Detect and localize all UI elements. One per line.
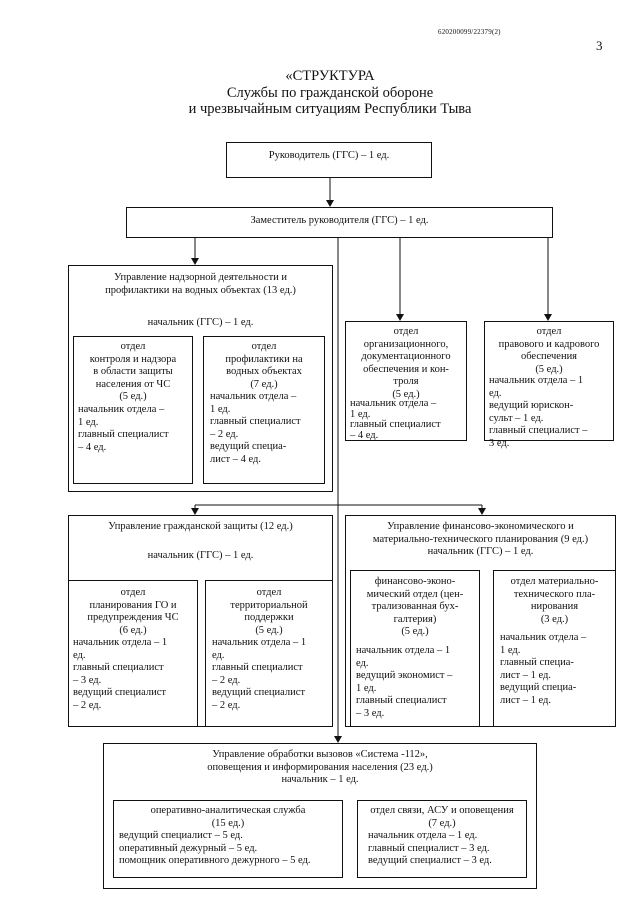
deputy-box — [126, 207, 553, 238]
calls-dept-2-box — [357, 800, 527, 878]
legal-dept-box — [484, 321, 614, 441]
document-id: 620200099/22379(2) — [438, 28, 501, 36]
supervision-dept-2-staff: начальник отдела – 1 ед. главный специал… — [210, 391, 301, 465]
finance-dept-1-staff: начальник отдела – 1 ед. ведущий экономи… — [356, 645, 453, 719]
civil-protection-title: Управление гражданской защиты (12 ед.) — [108, 521, 293, 532]
call-processing-title: Управление обработки вызовов «Система -1… — [207, 749, 433, 785]
supervision-dept-2-box — [203, 336, 325, 484]
civil-dept-2-staff: начальник отдела – 1 ед. главный специал… — [212, 637, 307, 711]
supervision-dept-1-head: отдел контроля и надзора в области защит… — [89, 341, 177, 402]
supervision-dept-1-staff: начальник отдела – 1 ед. главный специал… — [78, 404, 169, 453]
supervision-department-chief: начальник (ГГС) – 1 ед. — [147, 317, 254, 328]
legal-dept-head: отдел правового и кадрового обеспечения … — [498, 326, 600, 375]
civil-dept-2-head: отдел территориальной поддержки (5 ед.) — [230, 587, 308, 636]
org-dept-box — [345, 321, 467, 441]
page-title: «СТРУКТУРА Службы по гражданской обороне… — [120, 68, 540, 118]
civil-dept-1-box — [68, 580, 198, 727]
civil-dept-2-box — [205, 580, 333, 727]
finance-dept-1-box — [350, 570, 480, 727]
calls-dept-1-head: оперативно-аналитическая служба (15 ед.) — [150, 805, 306, 829]
civil-dept-1-staff: начальник отдела – 1 ед. главный специал… — [73, 637, 168, 711]
page-number: 3 — [596, 38, 603, 53]
civil-protection-chief: начальник (ГГС) – 1 ед. — [147, 550, 254, 561]
finance-dept-2-staff: начальник отдела – 1 ед. главный специа-… — [500, 632, 587, 706]
finance-dept-2-box — [493, 570, 616, 727]
calls-dept-2-staff: начальник отдела – 1 ед. главный специал… — [368, 830, 492, 866]
calls-dept-1-staff: ведущий специалист – 5 ед. оперативный д… — [119, 830, 311, 866]
supervision-dept-2-head: отдел профилактики на водных объектах (7… — [225, 341, 303, 390]
title-line-2: Службы по гражданской обороне — [226, 84, 434, 101]
supervision-dept-1-box — [73, 336, 193, 484]
finance-dept-1-head: финансово-эконо- мический отдел (цен- тр… — [366, 576, 464, 637]
title-line-1: «СТРУКТУРА — [285, 68, 375, 84]
finance-dept-2-head: отдел материально- технического пла- нир… — [510, 576, 599, 625]
head-label: Руководитель (ГГС) – 1 ед. — [268, 150, 390, 161]
deputy-label: Заместитель руководителя (ГГС) – 1 ед. — [250, 215, 429, 226]
head-box — [226, 142, 432, 178]
civil-dept-1-head: отдел планирования ГО и предупреждения Ч… — [87, 587, 179, 636]
supervision-department-title: Управление надзорной деятельности и проф… — [105, 272, 296, 296]
calls-dept-1-box — [113, 800, 343, 878]
title-line-3: и чрезвычайным ситуациям Республики Тыва — [188, 101, 472, 117]
org-dept-head: отдел организационного, документационног… — [361, 326, 451, 400]
calls-dept-2-head: отдел связи, АСУ и оповещения (7 ед.) — [370, 805, 514, 829]
finance-department-title: Управление финансово-экономического и ма… — [372, 521, 589, 557]
org-dept-staff: начальник отдела – 1 ед. главный специал… — [350, 398, 441, 441]
legal-dept-staff: начальник отдела – 1 ед. ведущий юрискон… — [489, 375, 588, 449]
